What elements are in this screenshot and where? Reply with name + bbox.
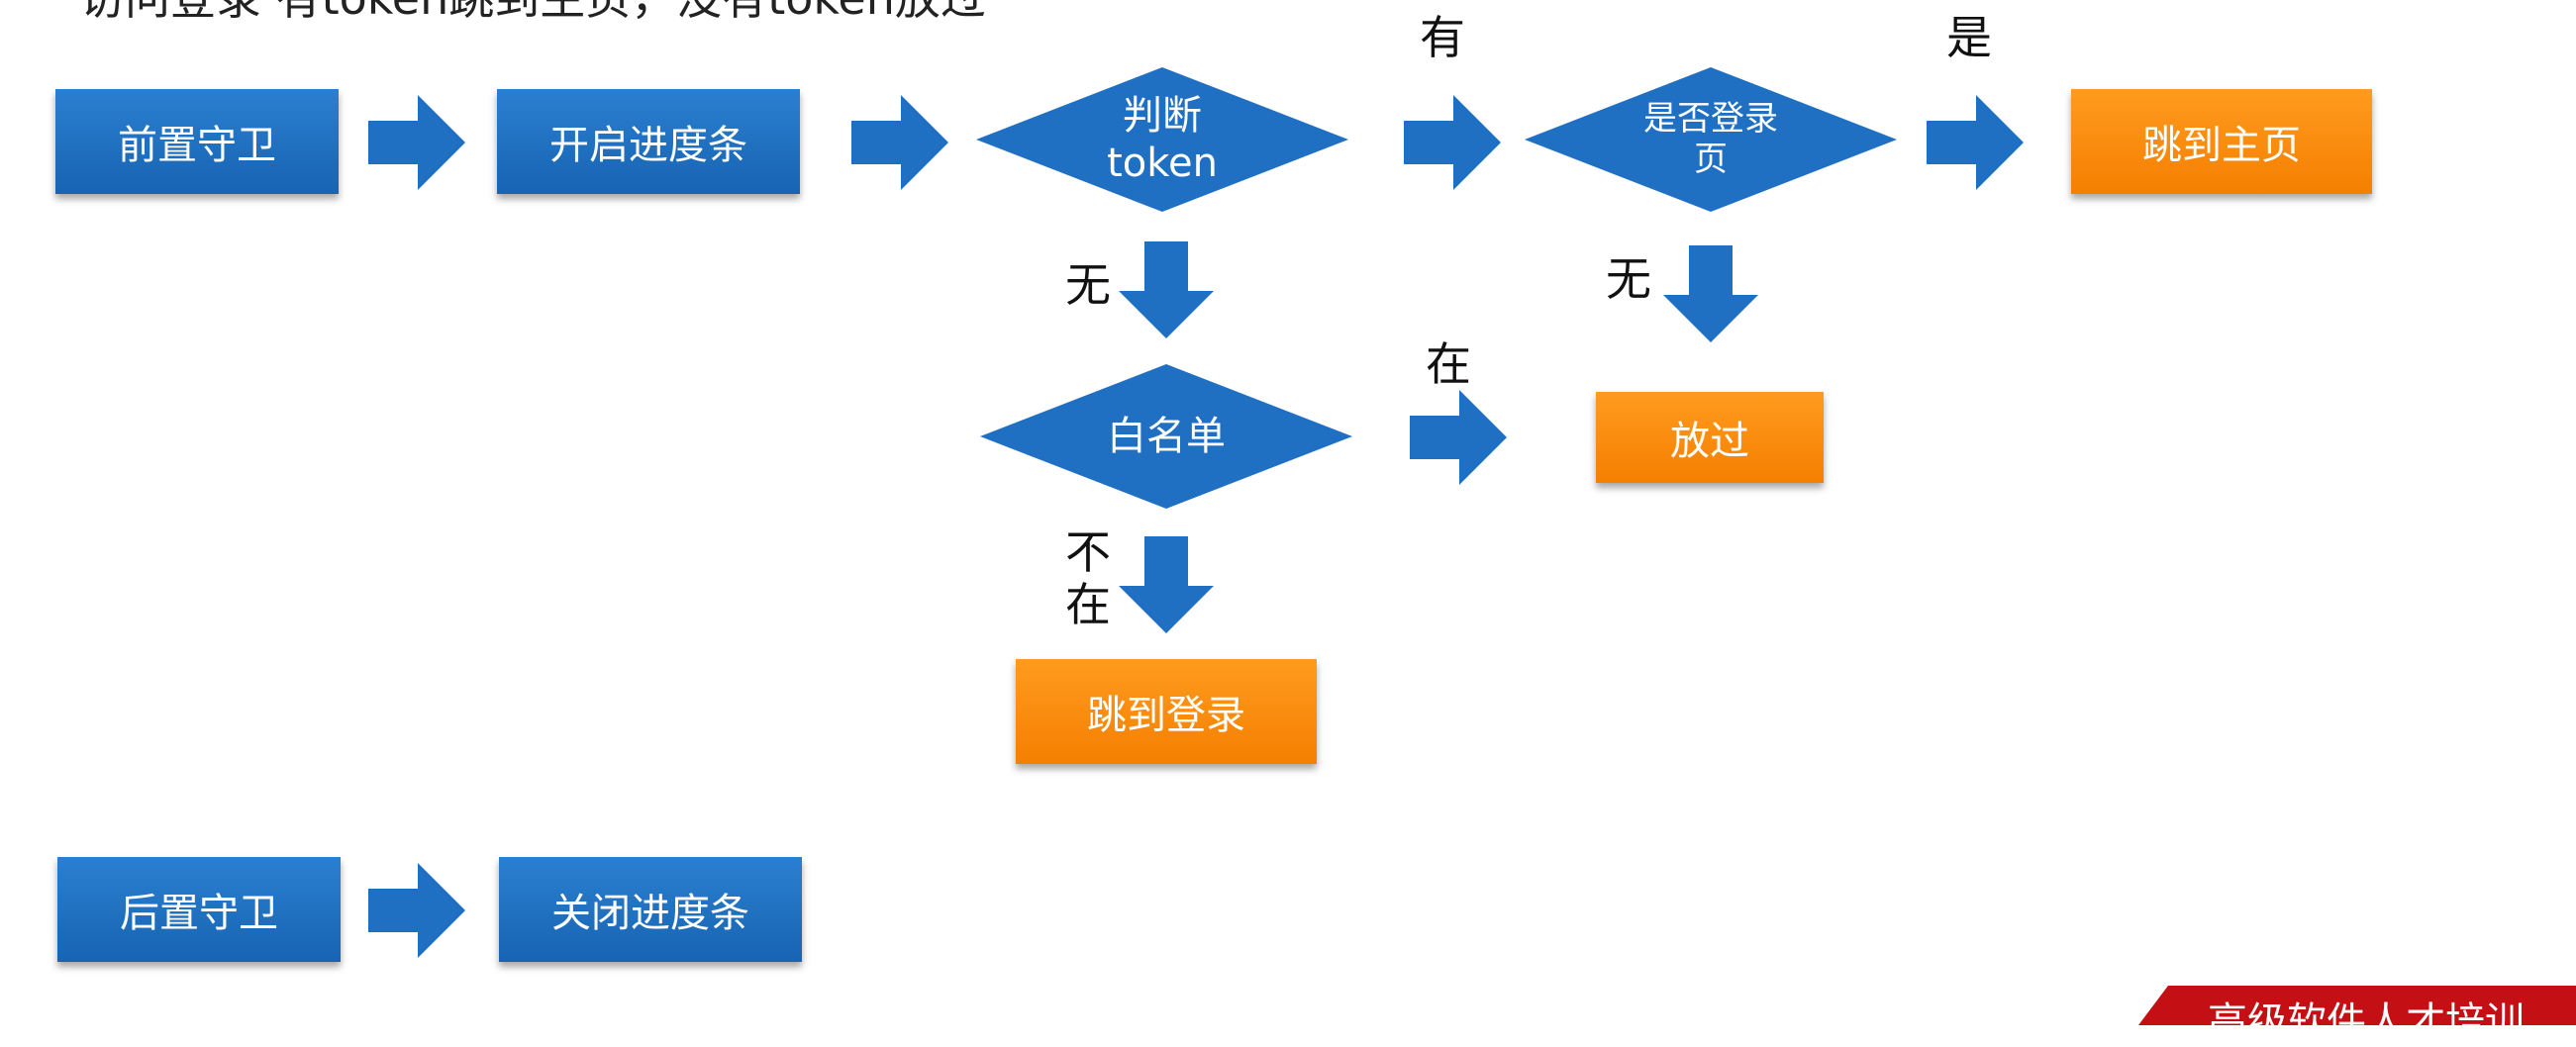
label-none-right: 无 xyxy=(1606,252,1651,306)
node-post-guard: 后置守卫 xyxy=(57,857,341,962)
node-check-token-line1: 判断 xyxy=(1123,93,1202,139)
node-pre-guard: 前置守卫 xyxy=(55,89,339,194)
arrow-down-2 xyxy=(1663,245,1758,342)
node-whitelist-label: 白名单 xyxy=(1107,414,1226,459)
node-is-login-page-line1: 是否登录 xyxy=(1643,99,1778,140)
node-pass-label: 放过 xyxy=(1670,419,1749,464)
node-whitelist: 白名单 xyxy=(978,362,1354,511)
label-in: 在 xyxy=(1426,337,1471,391)
node-start-progress: 开启进度条 xyxy=(497,89,800,194)
node-to-home-label: 跳到主页 xyxy=(2142,123,2301,168)
arrow-right-4 xyxy=(1927,95,2024,190)
arrow-right-3 xyxy=(1404,95,1501,190)
arrow-down-1 xyxy=(1119,241,1214,338)
arrow-right-5 xyxy=(1410,390,1507,485)
node-start-progress-label: 开启进度条 xyxy=(549,123,747,168)
node-close-progress: 关闭进度条 xyxy=(499,857,802,962)
node-is-login-page-line2: 页 xyxy=(1694,140,1728,179)
label-has: 有 xyxy=(1420,11,1465,64)
node-post-guard-label: 后置守卫 xyxy=(120,891,278,936)
node-check-token-line2: token xyxy=(1107,141,1218,186)
label-none-left: 无 xyxy=(1065,258,1111,312)
label-not-in: 不 在 xyxy=(1065,526,1111,631)
flowchart: 访问登录 有token跳到主页，没有token放过 前置守卫 开启进度条 判断 … xyxy=(55,0,2576,1025)
node-to-home: 跳到主页 xyxy=(2071,89,2372,194)
node-to-login: 跳到登录 xyxy=(1016,659,1317,764)
label-not-in-line2: 在 xyxy=(1065,577,1111,631)
node-close-progress-label: 关闭进度条 xyxy=(551,891,749,936)
arrow-down-3 xyxy=(1119,536,1214,633)
label-not-in-line1: 不 xyxy=(1065,525,1111,579)
node-check-token: 判断 token xyxy=(974,65,1350,214)
arrow-right-1 xyxy=(368,95,465,190)
node-is-login-page: 是否登录 页 xyxy=(1523,65,1899,214)
label-yes: 是 xyxy=(1946,11,1992,64)
node-to-login-label: 跳到登录 xyxy=(1087,693,1245,738)
arrow-right-6 xyxy=(368,863,465,958)
headline: 访问登录 有token跳到主页，没有token放过 xyxy=(79,0,986,28)
node-pass: 放过 xyxy=(1596,392,1824,483)
arrow-right-2 xyxy=(851,95,948,190)
node-pre-guard-label: 前置守卫 xyxy=(118,123,276,168)
brand-ribbon-text: 高级软件人才培训 xyxy=(2208,999,2525,1045)
